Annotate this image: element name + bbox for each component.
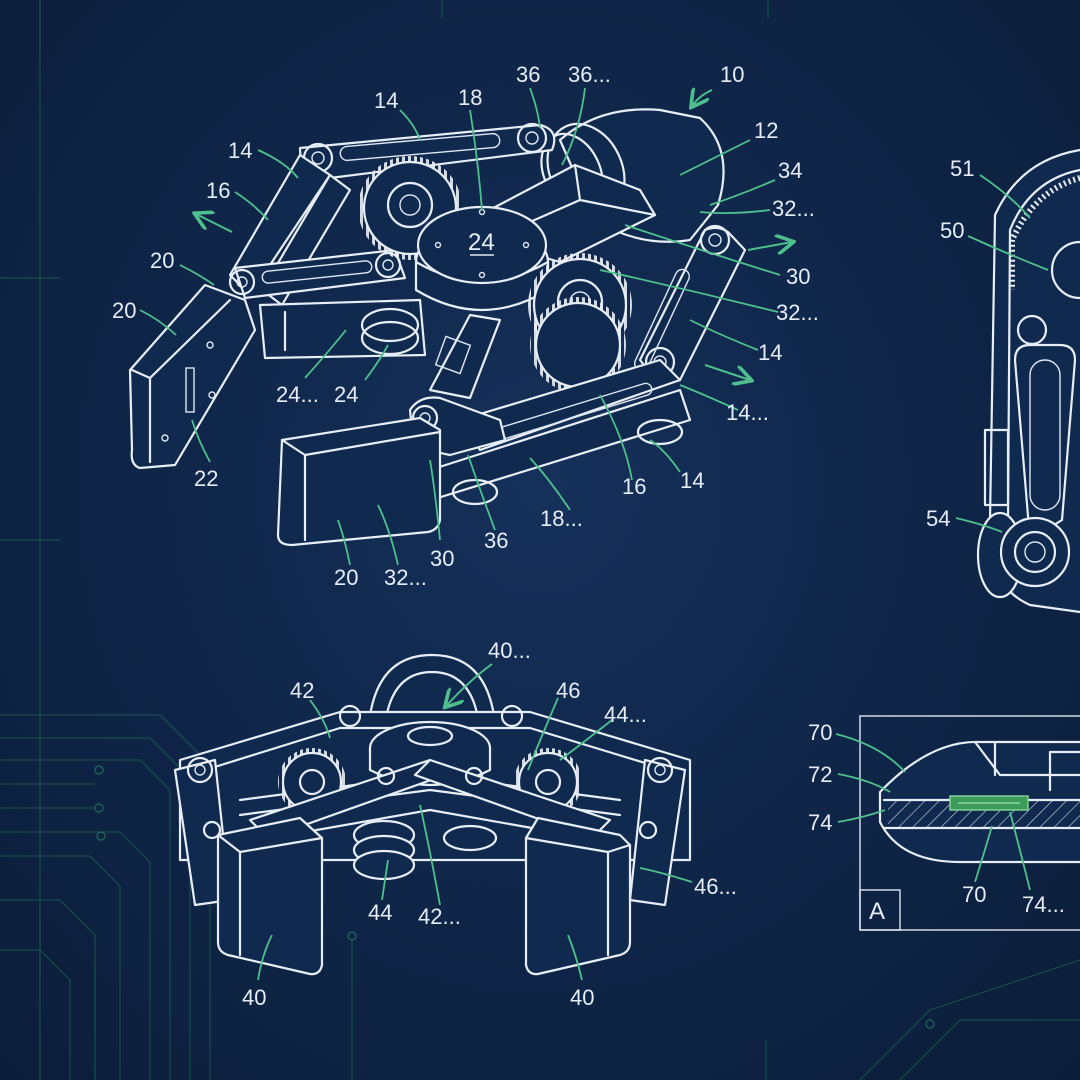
label-40-ellipsis: 40... (488, 638, 531, 663)
label-16: 16 (622, 474, 646, 499)
label-24-ellipsis: 24... (276, 382, 319, 407)
label-32-ellipsis: 32... (776, 300, 819, 325)
label-14: 14 (680, 468, 704, 493)
bottom-view-gripper (173, 653, 692, 976)
label-16: 16 (206, 178, 230, 203)
label-30: 30 (786, 264, 810, 289)
label-42: 42 (290, 678, 314, 703)
label-24: 24 (468, 229, 495, 256)
label-36-ellipsis: 36... (568, 62, 611, 87)
label-14: 14 (758, 340, 782, 365)
label-14: 14 (228, 138, 252, 163)
label-36: 36 (516, 62, 540, 87)
label-50: 50 (940, 218, 964, 243)
circuit-traces (0, 714, 1080, 1080)
label-20: 20 (334, 565, 358, 590)
label-32-ellipsis: 32... (384, 565, 427, 590)
detail-view-a: A 70 72 74 70 74... (808, 715, 1080, 931)
label-32-ellipsis: 32... (772, 196, 815, 221)
top-view-labels: 10 12 14 14 14 14 14... 16 16 18 18... 2… (112, 62, 819, 590)
view-letter-a: A (869, 898, 885, 925)
label-74-ellipsis: 74... (1022, 892, 1065, 917)
label-46-ellipsis: 46... (694, 874, 737, 899)
label-72: 72 (808, 762, 832, 787)
label-12: 12 (754, 118, 778, 143)
label-54: 54 (926, 506, 950, 531)
label-14: 14 (374, 88, 398, 113)
side-view: 51 50 54 (926, 148, 1080, 614)
label-22: 22 (194, 466, 218, 491)
label-36: 36 (484, 528, 508, 553)
label-44-ellipsis: 44... (604, 702, 647, 727)
bottom-view-labels: 40... 42 46 44... 44 42... 46... 40 40 (242, 638, 737, 1010)
bottom-view-leaders (257, 663, 693, 981)
label-40: 40 (242, 985, 266, 1010)
label-18: 18 (458, 85, 482, 110)
label-70: 70 (808, 720, 832, 745)
label-20: 20 (112, 298, 136, 323)
label-10: 10 (720, 62, 744, 87)
label-46: 46 (556, 678, 580, 703)
label-74: 74 (808, 810, 832, 835)
label-24: 24 (334, 382, 358, 407)
label-40: 40 (570, 985, 594, 1010)
label-70: 70 (962, 882, 986, 907)
label-20: 20 (150, 248, 174, 273)
label-51: 51 (950, 156, 974, 181)
top-view-leaders (139, 88, 792, 566)
label-14-ellipsis: 14... (726, 400, 769, 425)
label-42-ellipsis: 42... (418, 904, 461, 929)
top-view-gripper (128, 108, 747, 547)
label-30: 30 (430, 546, 454, 571)
label-44: 44 (368, 900, 392, 925)
label-18-ellipsis: 18... (540, 506, 583, 531)
label-34: 34 (778, 158, 802, 183)
